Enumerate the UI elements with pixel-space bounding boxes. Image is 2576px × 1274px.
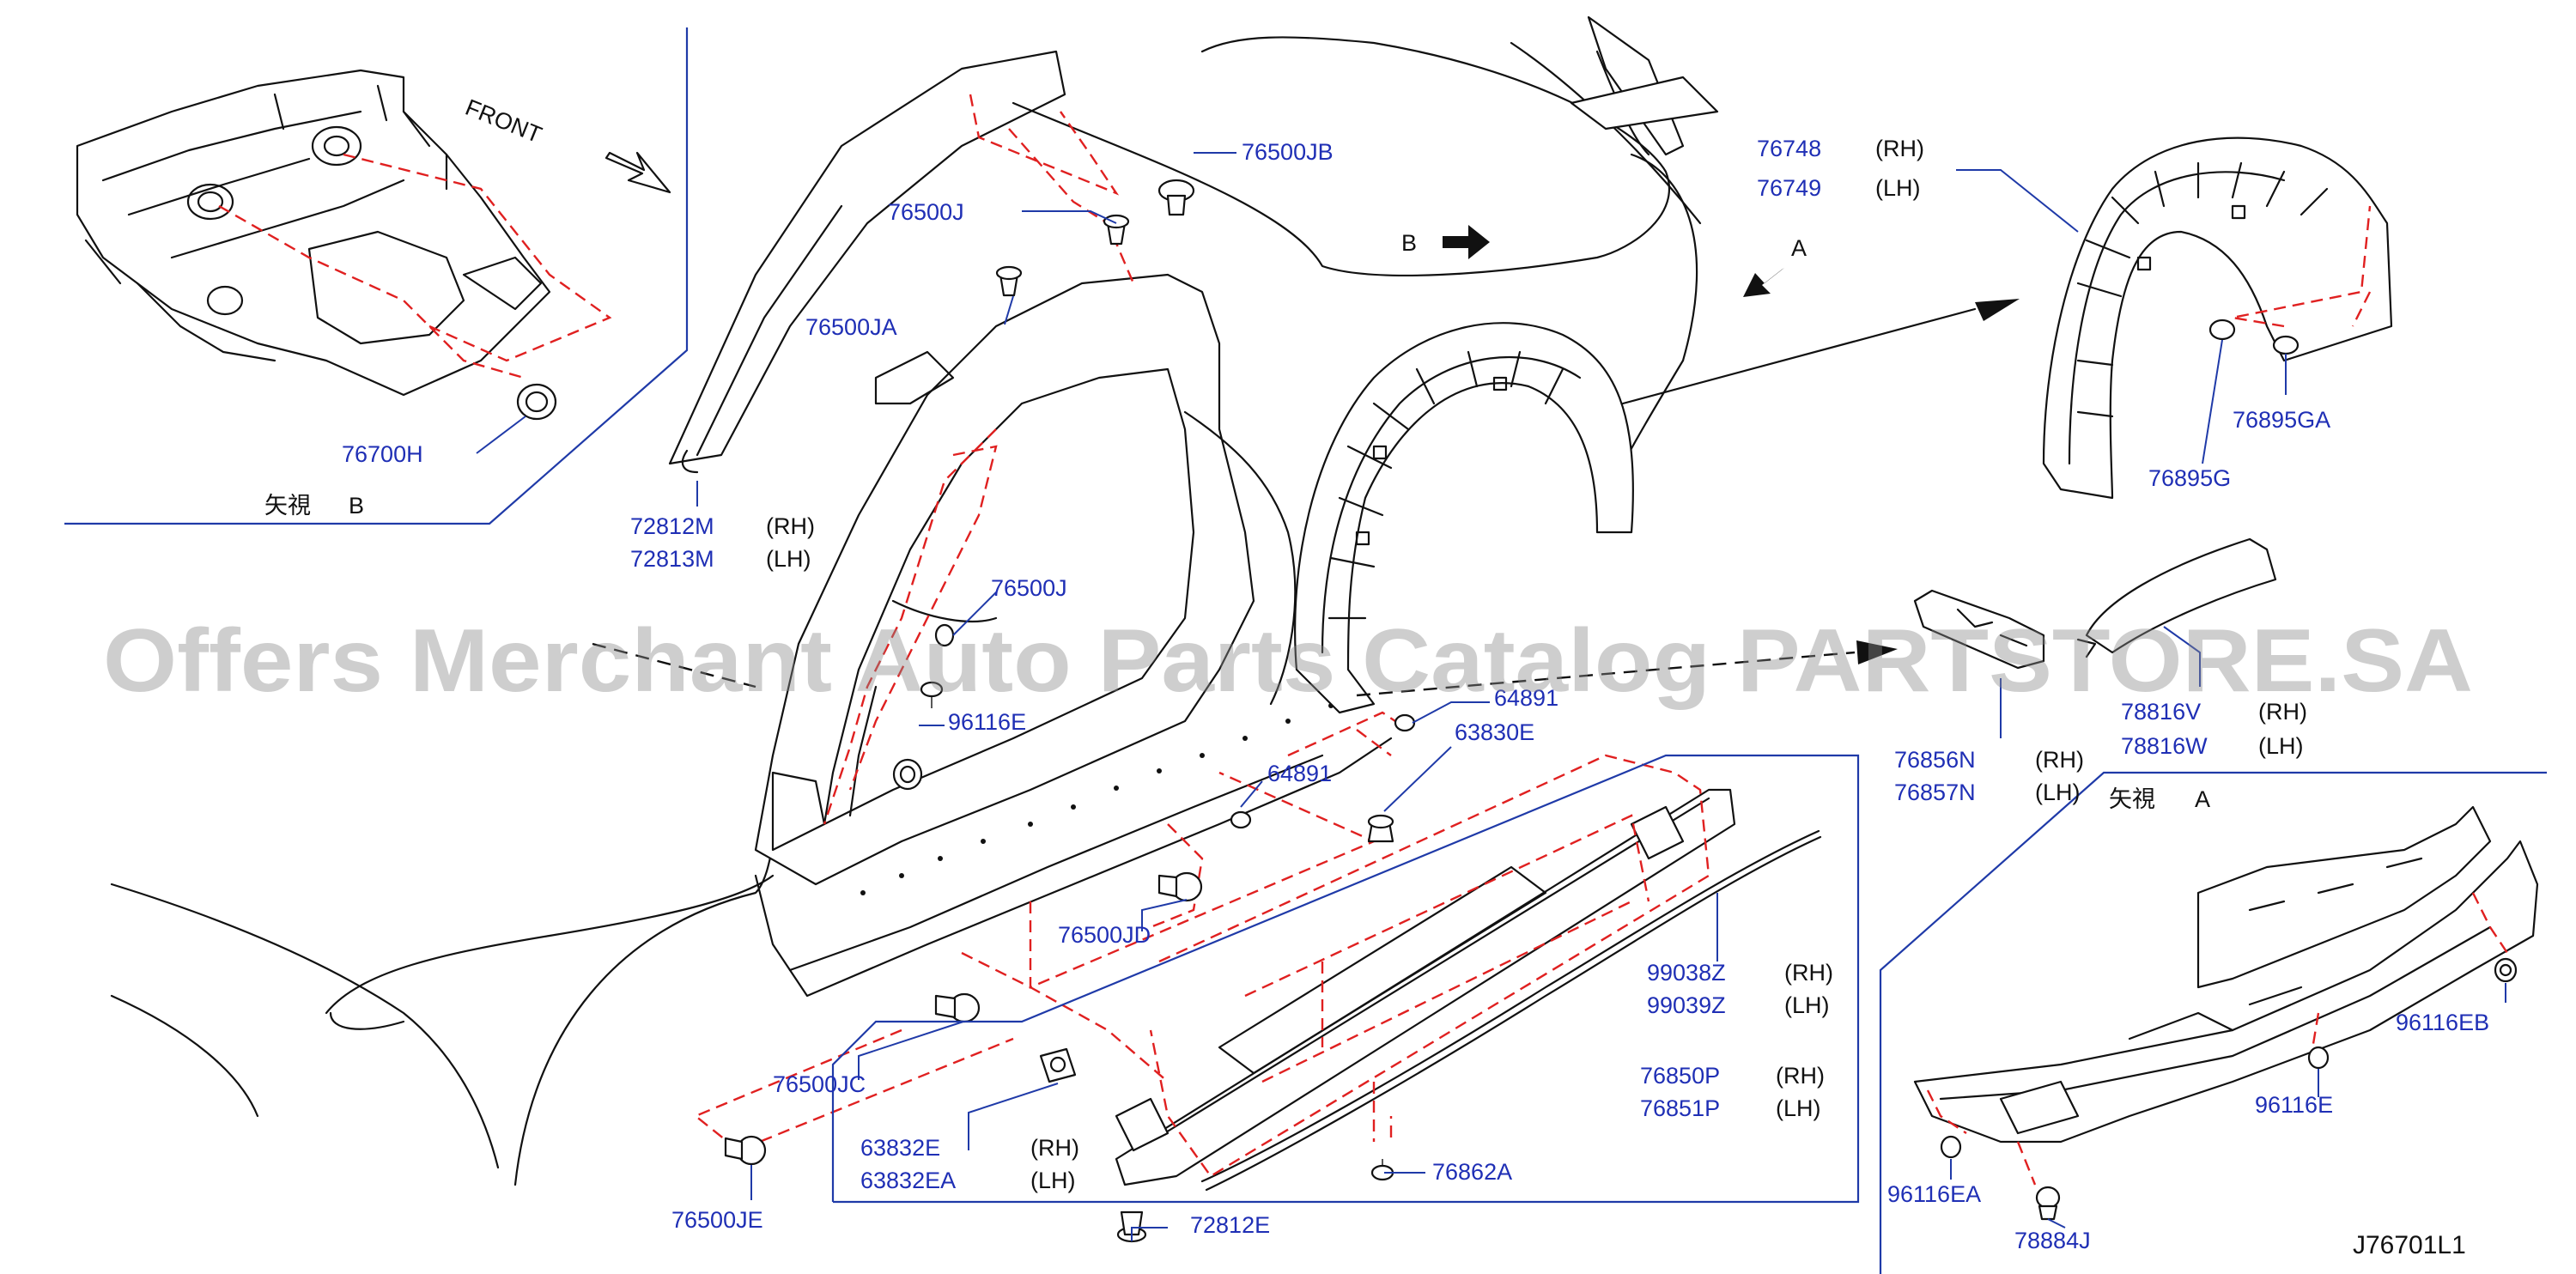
inset-view-b: 76700H FRONT 矢視 B [64,27,689,525]
part-label-76857n[interactable]: 76857N [1894,780,1976,805]
part-label-72813m[interactable]: 72813M [630,546,714,572]
side-lh-76749: (LH) [1875,175,1921,201]
part-label-76895g[interactable]: 76895G [2148,465,2231,491]
side-rh-76850p: (RH) [1776,1063,1825,1089]
part-label-76700h[interactable]: 76700H [342,441,423,467]
part-label-96116e-mid[interactable]: 96116E [948,709,1026,735]
bolt-icon [920,681,944,708]
arrow-b-label: B [1401,230,1417,256]
part-label-76856n[interactable]: 76856N [1894,747,1976,773]
part-label-76749[interactable]: 76749 [1757,175,1821,201]
vehicle-body [110,15,1719,1186]
diagram-code: J76701L1 [2353,1231,2466,1259]
part-label-96116ea[interactable]: 96116EA [1887,1181,1981,1207]
arrow-a-label: A [1791,235,1807,261]
part-label-96116e-right[interactable]: 96116E [2255,1092,2333,1118]
grommet-icon-96116e-right [2307,1046,2330,1070]
sill-holes [860,703,1334,895]
part-label-76500j-mid[interactable]: 76500J [991,575,1067,601]
wheel-liner-detail [1956,136,2393,500]
side-rh-76748: (RH) [1875,136,1924,161]
wheel-arch-liner-main [1294,322,1634,714]
part-label-76500j-top[interactable]: 76500J [888,199,964,225]
part-label-78816v[interactable]: 78816V [2121,699,2201,725]
clip-icon-76895g [2208,318,2236,341]
plug-icon-64891-b [1230,810,1252,829]
part-label-76500ja[interactable]: 76500JA [805,314,897,340]
part-label-76862a[interactable]: 76862A [1432,1159,1512,1185]
side-lh-63832ea: (LH) [1030,1168,1076,1193]
watermark-text: Offers Merchant Auto Parts Catalog PARTS… [103,611,2473,711]
grommet-icon-96116e [892,758,923,791]
clip-icon-63830e [1367,814,1394,843]
part-label-76851p[interactable]: 76851P [1640,1095,1720,1121]
arrow-b-icon [1443,225,1490,259]
part-label-76500jd[interactable]: 76500JD [1058,922,1151,948]
inset-a-view-label: 矢視 [2109,786,2155,813]
front-arrow-icon [605,151,671,194]
part-label-64891-a[interactable]: 64891 [1494,685,1558,711]
part-label-76500je[interactable]: 76500JE [671,1207,763,1233]
inset-view-a: 矢視 A [1879,771,2547,1274]
side-lh-78816w: (LH) [2258,733,2304,759]
clip-icon-76500je [724,1135,767,1166]
part-label-76500jc[interactable]: 76500JC [773,1071,866,1097]
clip-icon-76500j-top [1103,214,1130,246]
part-label-72812m[interactable]: 72812M [630,513,714,539]
side-rh-72812m: (RH) [766,513,815,539]
side-lh-99039z: (LH) [1784,992,1830,1018]
clip-icon-78884j [2035,1186,2061,1221]
side-lh-72813m: (LH) [766,546,811,572]
part-label-99038z[interactable]: 99038Z [1647,960,1726,986]
front-label: FRONT [462,94,545,149]
side-rh-78816v: (RH) [2258,699,2307,725]
side-rh-99038z: (RH) [1784,960,1833,986]
clip-icon-76500ja [995,265,1023,297]
brackets-detail [1913,537,2277,738]
part-label-78884j[interactable]: 78884J [2014,1228,2091,1253]
assembly-lines [693,94,1710,1178]
clip-icon-76500jb [1157,179,1195,216]
part-label-76500jb[interactable]: 76500JB [1242,139,1334,165]
side-lh-76857n: (LH) [2035,780,2081,805]
grommet-icon-96116eb [2494,957,2518,983]
part-label-78816w[interactable]: 78816W [2121,733,2208,759]
leader-lines [696,152,1860,1241]
part-label-76748[interactable]: 76748 [1757,136,1821,161]
part-label-63832ea[interactable]: 63832EA [860,1168,956,1193]
part-labels: 76500JB 76500J 76500JA 72812M (RH) 72813… [630,136,2489,1253]
inset-a-letter: A [2195,786,2210,812]
grommet-icon-96116ea [1940,1135,1962,1159]
part-label-63830e[interactable]: 63830E [1455,719,1534,745]
clip-icon-76500jd [1157,871,1203,902]
side-rh-76856n: (RH) [2035,747,2084,773]
part-label-76895ga[interactable]: 76895GA [2233,407,2330,433]
clip-icon-63832e [1039,1047,1077,1083]
plug-icon-64891-a [1394,713,1416,732]
view-arrows: B A [1401,225,1807,297]
part-label-96116eb[interactable]: 96116EB [2396,1010,2489,1035]
inset-b-view-label: 矢視 [264,493,311,519]
sill-cover [1115,788,1822,1192]
inset-b-letter: B [349,493,364,519]
bolt-icon-76862a [1370,1159,1394,1181]
part-label-99039z[interactable]: 99039Z [1647,992,1726,1018]
fasteners [724,179,1416,1243]
part-label-72812e[interactable]: 72812E [1190,1212,1270,1238]
arrow-a-icon [1743,268,1784,297]
part-label-64891-b[interactable]: 64891 [1267,761,1332,786]
part-label-63832e[interactable]: 63832E [860,1135,940,1161]
side-lh-76851p: (LH) [1776,1095,1821,1121]
side-rh-63832e: (RH) [1030,1135,1079,1161]
part-label-76850p[interactable]: 76850P [1640,1063,1720,1089]
clip-icon-76500jc [934,992,981,1023]
